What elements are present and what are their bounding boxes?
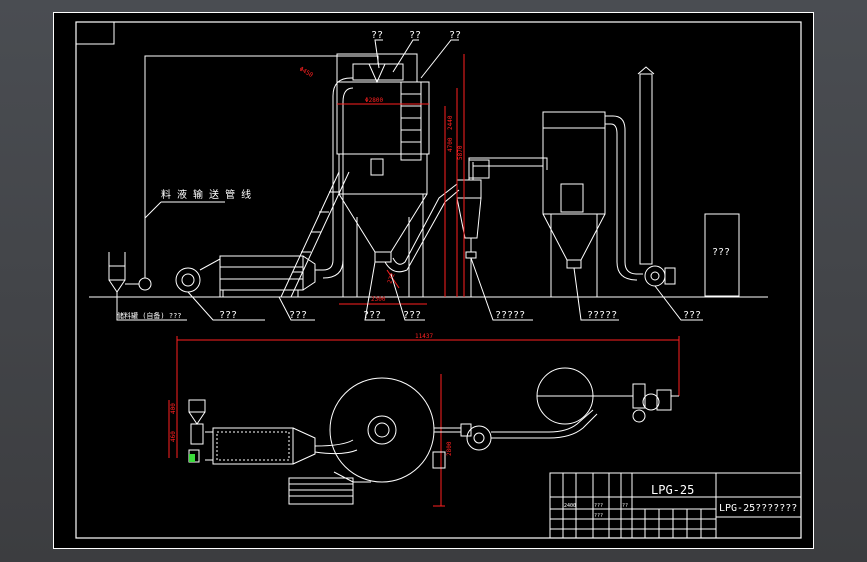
plan-tower (314, 377, 446, 483)
title-mark-2: ??? (594, 503, 603, 509)
drying-tower (336, 53, 430, 297)
inner-border (75, 21, 802, 539)
cad-drawing: ??? 2300 2440 4700 5870 Φ2800 Φ450 272 (53, 12, 814, 549)
dim-left-2: 460 (170, 431, 177, 442)
upper-dimensions (337, 54, 465, 305)
title-mark-1: 2400 (564, 503, 576, 509)
bottom-label-3: ??? (289, 310, 307, 321)
dim-pipe: Φ450 (298, 66, 314, 79)
cabinet-label: ??? (712, 247, 730, 258)
outer-border (53, 12, 814, 549)
top-label-3: ?? (449, 30, 461, 41)
dim-total-length: 11437 (415, 333, 433, 340)
title-drawing-name: LPG-25??????? (719, 503, 797, 514)
top-label-1: ?? (371, 30, 383, 41)
bottom-label-7: ????? (587, 310, 617, 321)
air-heater (175, 255, 316, 297)
bag-filter (542, 111, 643, 297)
dim-small: 272 (386, 272, 396, 285)
access-stairs (280, 171, 350, 298)
title-block (549, 472, 802, 539)
plan-bag-filter (536, 367, 679, 425)
bottom-label-4: ??? (363, 310, 381, 321)
hot-air-duct (315, 77, 354, 279)
bottom-label-2: ??? (219, 310, 237, 321)
control-cabinet (704, 213, 740, 297)
plan-ducting (434, 409, 598, 451)
corner-box (75, 21, 115, 45)
dim-h3: 5870 (457, 145, 464, 160)
bottom-label-1: 储料罐 (自备) ??? (117, 311, 182, 320)
top-label-2: ?? (409, 30, 421, 41)
dim-left-1: 400 (170, 403, 177, 414)
dim-h1: 2440 (447, 115, 454, 130)
plan-marker (189, 454, 195, 462)
title-mark-4: ?? (622, 503, 628, 509)
feed-pipe-label: 料 液 输 送 管 线 (161, 188, 251, 201)
bottom-label-6: ????? (495, 310, 525, 321)
title-model: LPG-25 (651, 483, 694, 497)
bottom-leaders (116, 257, 703, 321)
title-mark-3: ??? (594, 513, 603, 519)
outlet-pipe (384, 183, 460, 273)
exhaust-stack (637, 66, 676, 287)
dim-depth: 2800 (446, 441, 453, 456)
plan-feed-unit (188, 399, 206, 463)
feed-leader (144, 201, 225, 219)
plan-view-dimension (168, 336, 680, 507)
bottom-label-8: ??? (683, 310, 701, 321)
plan-heater (205, 427, 354, 505)
connecting-duct (468, 157, 548, 179)
dim-h2: 4700 (447, 137, 454, 152)
dim-top: Φ2800 (365, 97, 383, 104)
top-leaders (374, 39, 459, 79)
bottom-label-5: ??? (403, 310, 421, 321)
drawing-sheet: ??? 2300 2440 4700 5870 Φ2800 Φ450 272 (53, 12, 814, 549)
dim-width: 2300 (371, 296, 386, 303)
